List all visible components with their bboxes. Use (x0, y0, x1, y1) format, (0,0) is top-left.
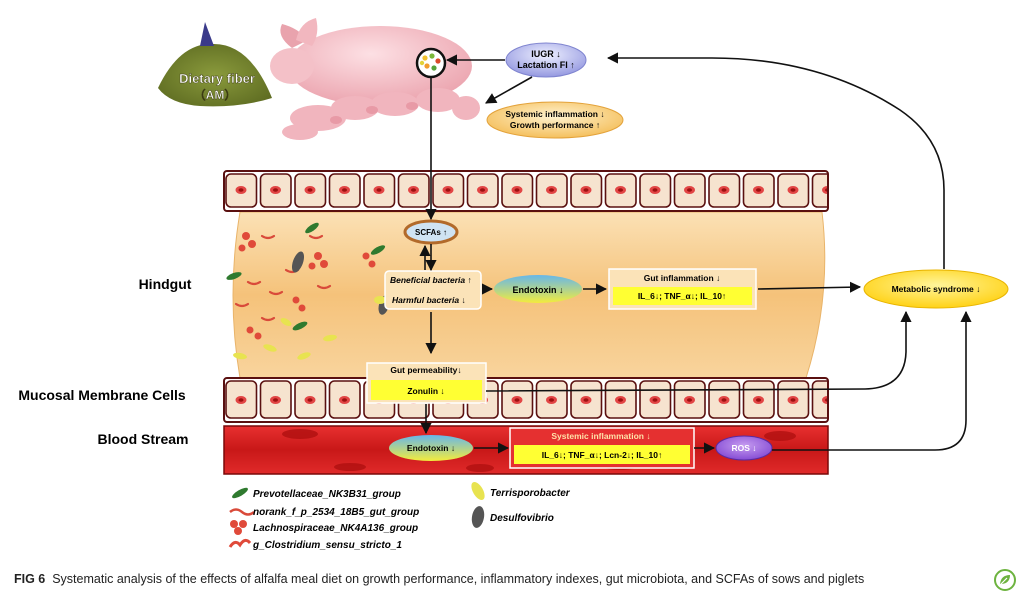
sow-feedback-line1: IUGR ↓ (531, 49, 561, 59)
legend-item-3: Lachnospiraceae_NK4A136_group (253, 523, 418, 534)
label-mucosal: Mucosal Membrane Cells (18, 387, 185, 403)
label-blood: Blood Stream (97, 431, 188, 447)
legend-clostridium-icon (228, 538, 252, 548)
caption-label: FIG 6 (14, 572, 46, 586)
sow-feedback-line2: Lactation FI ↑ (517, 60, 575, 70)
metabolic-syndrome-node (863, 269, 1009, 309)
sow-outcome-node (486, 101, 624, 139)
gut-inflammation-values: IL_6↓; TNF_α↓; IL_10↑ (638, 291, 726, 301)
legend-norank-icon (229, 508, 255, 516)
stomach-contents-icon (415, 47, 447, 79)
label-hindgut: Hindgut (139, 276, 192, 292)
permeability-label: Gut permeability↓ (390, 365, 461, 375)
legend-item-2: norank_f_p_2534_18B5_gut_group (253, 507, 419, 518)
systemic-inflammation-title: Systemic inflammation ↓ (551, 431, 650, 441)
endotoxin-hindgut-node (494, 275, 582, 303)
metabolic-syndrome-label: Metabolic syndrome ↓ (892, 284, 981, 294)
endotoxin-blood-label: Endotoxin ↓ (407, 443, 455, 453)
endotoxin-hindgut-label: Endotoxin ↓ (513, 285, 564, 295)
zonulin-label: Zonulin ↓ (407, 386, 444, 396)
scfas-label: SCFAs ↑ (415, 228, 447, 237)
caption-text: Systematic analysis of the effects of al… (52, 572, 865, 586)
sow-outcome-line2: Growth performance ↑ (510, 120, 600, 130)
legend-desulfovibrio-icon (471, 506, 485, 528)
figure-caption: FIG 6 Systematic analysis of the effects… (14, 572, 1014, 586)
mucosal-cells (224, 378, 828, 422)
legend: Prevotellaceae_NK3B31_group norank_f_p_2… (228, 481, 571, 551)
sow-outcome-line1: Systemic inflammation ↓ (505, 109, 604, 119)
scfas-node (403, 219, 459, 245)
diet-label-line1: Dietary fiber (179, 71, 255, 86)
microbe-cluster (226, 222, 390, 360)
legend-terrisporobacter-icon (471, 481, 485, 501)
legend-item-6: Desulfovibrio (490, 513, 554, 524)
systemic-inflammation-values: IL_6↓; TNF_α↓; Lcn-2↓; IL_10↑ (542, 450, 662, 460)
beneficial-bacteria-label: Beneficial bacteria ↑ (390, 275, 472, 285)
feed-pile-icon (158, 22, 272, 107)
legend-prevotellaceae-icon (232, 487, 248, 499)
legend-lachnospiraceae-icon (230, 520, 247, 535)
ros-node (715, 435, 773, 461)
leaf-badge-icon (994, 569, 1016, 591)
harmful-bacteria-label: Harmful bacteria ↓ (392, 295, 466, 305)
pathway-arrows (419, 52, 972, 454)
legend-item-1: Prevotellaceae_NK3B31_group (253, 489, 401, 500)
legend-item-4: g_Clostridium_sensu_stricto_1 (252, 540, 402, 551)
endotoxin-blood-node (389, 435, 473, 461)
epithelium-top (224, 171, 828, 211)
gut-inflammation-title: Gut inflammation ↓ (644, 273, 721, 283)
sow-with-piglets-icon (270, 18, 480, 140)
legend-item-5: Terrisporobacter (490, 488, 571, 499)
diet-label-line2: （AM） (194, 87, 237, 102)
ros-label: ROS ↓ (731, 443, 756, 453)
sow-feedback-node (505, 42, 587, 78)
